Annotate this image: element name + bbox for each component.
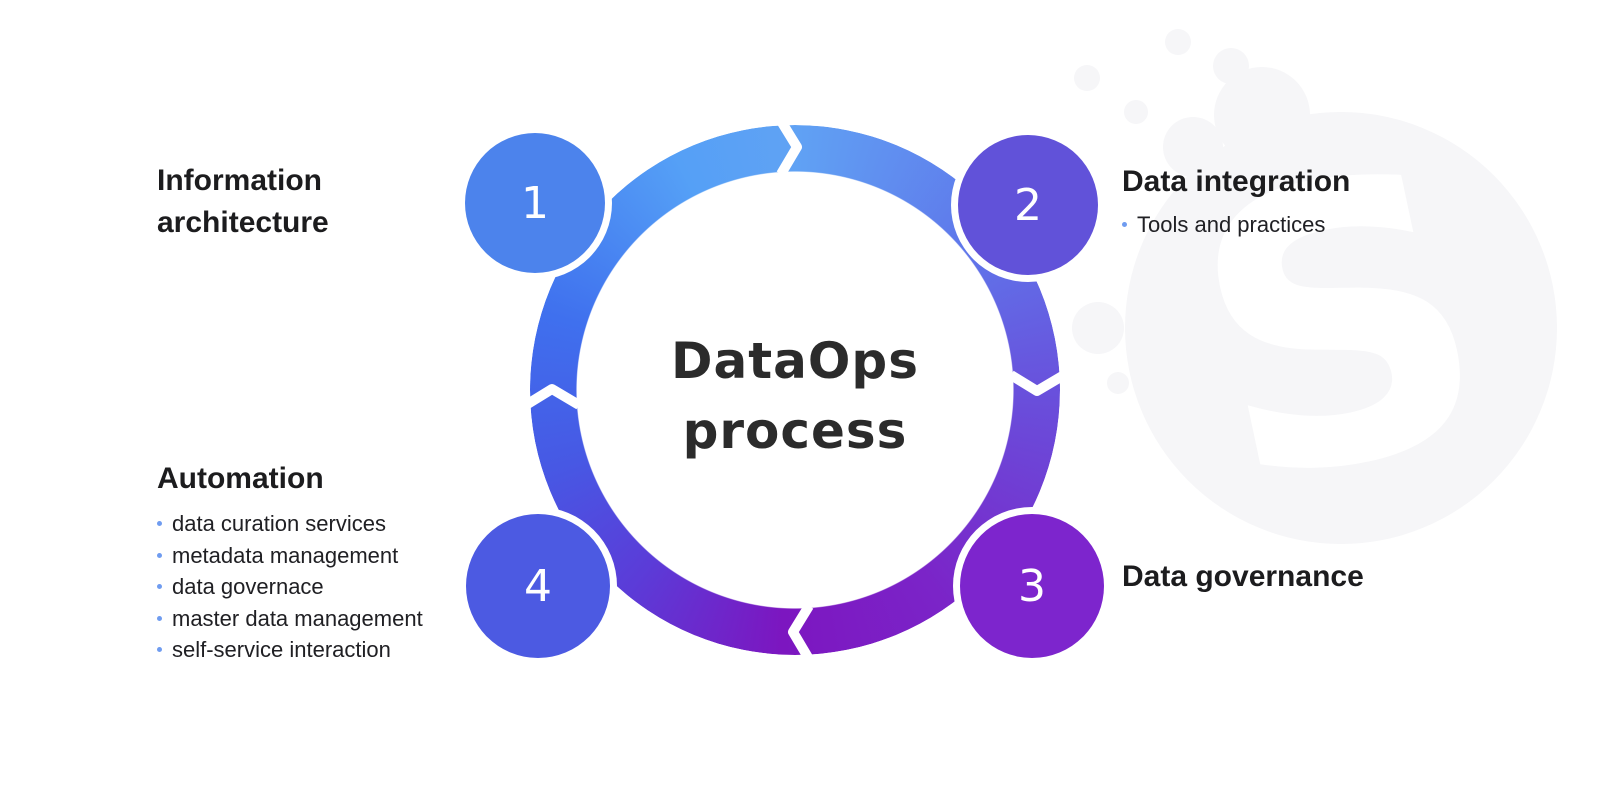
bullet-dot-icon xyxy=(157,521,162,526)
step-circle-4: 4 xyxy=(466,514,610,658)
bullet-text: data curation services xyxy=(172,511,386,536)
bullet-item: data curation services xyxy=(157,508,497,540)
bullet-text: Tools and practices xyxy=(1137,212,1326,237)
bullet-list: Tools and practices xyxy=(1122,209,1482,241)
bullet-text: master data management xyxy=(172,605,423,631)
step-number: 2 xyxy=(1014,179,1042,231)
watermark-dot xyxy=(1072,302,1124,354)
bullet-list: data curation services metadata manageme… xyxy=(157,508,497,666)
step-heading: Information architecture xyxy=(157,164,329,239)
step-circle-3: 3 xyxy=(960,514,1104,658)
bullet-item: master data management xyxy=(157,603,497,635)
bullet-item: metadata management xyxy=(157,540,497,572)
bullet-text: metadata management xyxy=(172,542,399,568)
watermark-dot xyxy=(1165,29,1191,55)
bullet-text: data governace xyxy=(172,574,324,599)
step-number: 4 xyxy=(524,560,552,612)
step-number: 3 xyxy=(1018,560,1046,612)
diagram-title: DataOps process xyxy=(545,326,1045,466)
step-label-automation: Automation data curation services metada… xyxy=(157,458,497,666)
bullet-dot-icon xyxy=(157,647,162,652)
step-heading: Data governance xyxy=(1122,560,1364,593)
diagram-title-line2: process xyxy=(682,402,908,460)
step-heading: Data integration xyxy=(1122,165,1351,198)
step-heading: Automation xyxy=(157,462,324,495)
step-label-information-architecture: Information architecture xyxy=(157,160,377,244)
step-circle-1: 1 xyxy=(465,133,605,273)
watermark-dot xyxy=(1107,372,1129,394)
bullet-dot-icon xyxy=(1122,222,1127,227)
bullet-item: data governace xyxy=(157,571,497,603)
watermark-logo: S xyxy=(1125,82,1557,573)
bullet-item: Tools and practices xyxy=(1122,209,1482,241)
bullet-dot-icon xyxy=(157,584,162,589)
step-circle-2: 2 xyxy=(958,135,1098,275)
bullet-item: self-service interaction xyxy=(157,634,497,666)
step-number: 1 xyxy=(521,177,549,229)
bullet-dot-icon xyxy=(157,552,162,558)
watermark-dot xyxy=(1074,65,1100,91)
bullet-text: self-service interaction xyxy=(172,637,391,662)
watermark-dot xyxy=(1124,100,1148,124)
step-label-data-governance: Data governance xyxy=(1122,556,1482,598)
diagram-title-line1: DataOps xyxy=(671,332,919,390)
bullet-dot-icon xyxy=(157,615,162,621)
step-label-data-integration: Data integration Tools and practices xyxy=(1122,161,1482,241)
